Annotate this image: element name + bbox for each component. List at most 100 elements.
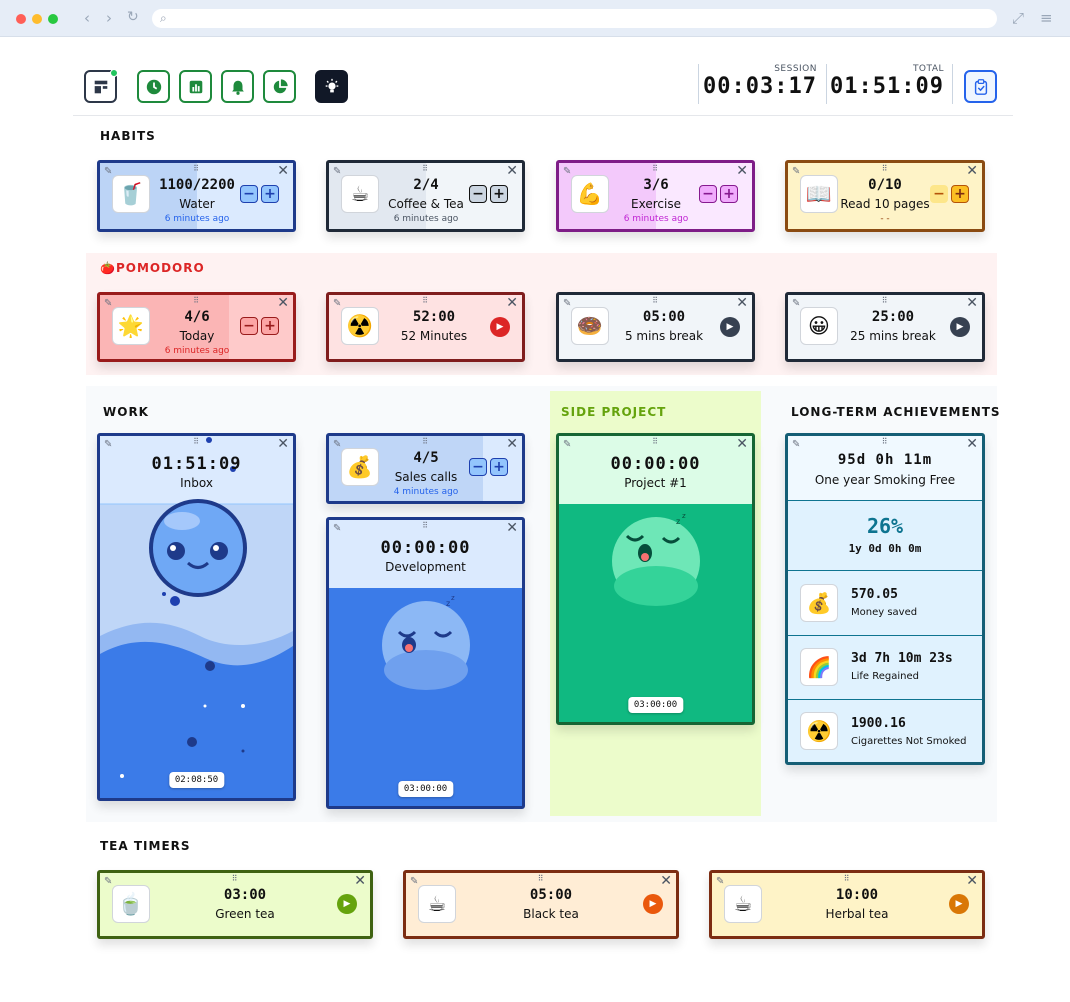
play-icon[interactable]: ▶: [949, 894, 969, 914]
edit-icon[interactable]: ✎: [410, 876, 419, 887]
increment-button[interactable]: +: [261, 317, 279, 335]
edit-icon[interactable]: ✎: [104, 876, 113, 887]
edit-icon[interactable]: ✎: [716, 876, 725, 887]
edit-icon[interactable]: ✎: [333, 166, 342, 177]
timer-name: Development: [385, 560, 466, 574]
increment-button[interactable]: +: [490, 458, 508, 476]
forward-icon[interactable]: ›: [106, 9, 112, 27]
drag-handle-icon[interactable]: ⠿: [881, 437, 889, 446]
play-icon[interactable]: ▶: [337, 894, 357, 914]
tea-card-herbal[interactable]: ✎ ⠿ ✕ ☕ 10:00 Herbal tea ▶: [709, 870, 985, 939]
drag-handle-icon[interactable]: ⠿: [537, 874, 545, 883]
close-icon[interactable]: ✕: [506, 436, 518, 452]
close-icon[interactable]: ✕: [966, 436, 978, 452]
achievement-stat-value: 570.05: [851, 587, 898, 602]
close-window-dot[interactable]: [16, 14, 26, 24]
theme-toggle-button[interactable]: [315, 70, 348, 103]
layout-button[interactable]: [84, 69, 118, 103]
clock-button[interactable]: [137, 70, 170, 103]
drag-handle-icon[interactable]: ⠿: [843, 874, 851, 883]
close-icon[interactable]: ✕: [966, 163, 978, 179]
pomodoro-card-today[interactable]: ✎ ⠿ ✕ 🌟 4/6 Today 6 minutes ago − +: [97, 292, 296, 362]
habit-card-coffee-tea[interactable]: ✎ ⠿ ✕ ☕ 2/4 Coffee & Tea 6 minutes ago −…: [326, 160, 525, 232]
edit-icon[interactable]: ✎: [104, 298, 113, 309]
stats-button[interactable]: [179, 70, 212, 103]
close-icon[interactable]: ✕: [506, 163, 518, 179]
drag-handle-icon[interactable]: ⠿: [422, 296, 429, 305]
drag-handle-icon[interactable]: ⠿: [652, 164, 659, 173]
edit-icon[interactable]: ✎: [333, 298, 342, 309]
close-icon[interactable]: ✕: [354, 873, 366, 889]
pomodoro-card-25-mins-break[interactable]: ✎ ⠿ ✕ 😀 25:00 25 mins break ▶: [785, 292, 985, 362]
habit-card-water[interactable]: ✎ ⠿ ✕ 🥤 1100/2200 Water 6 minutes ago − …: [97, 160, 296, 232]
decrement-button[interactable]: −: [699, 185, 717, 203]
drag-handle-icon[interactable]: ⠿: [881, 296, 889, 305]
pomodoro-card-52-minutes[interactable]: ✎ ⠿ ✕ ☢️ 52:00 52 Minutes ▶: [326, 292, 525, 362]
close-icon[interactable]: ✕: [506, 295, 518, 311]
edit-icon[interactable]: ✎: [104, 439, 113, 450]
decrement-button[interactable]: −: [930, 185, 948, 203]
edit-icon[interactable]: ✎: [792, 298, 801, 309]
edit-icon[interactable]: ✎: [333, 439, 342, 450]
habit-card-exercise[interactable]: ✎ ⠿ ✕ 💪 3/6 Exercise 6 minutes ago − +: [556, 160, 755, 232]
drag-handle-icon[interactable]: ⠿: [193, 296, 200, 305]
decrement-button[interactable]: −: [240, 317, 258, 335]
achievement-card-smoking-free[interactable]: ✎ ⠿ ✕ 95d 0h 11m One year Smoking Free 2…: [785, 433, 985, 765]
habit-card-sales-calls[interactable]: ✎ ⠿ ✕ 💰 4/5 Sales calls 4 minutes ago − …: [326, 433, 525, 504]
reports-button[interactable]: [263, 70, 296, 103]
play-icon[interactable]: ▶: [950, 317, 970, 337]
play-icon[interactable]: ▶: [490, 317, 510, 337]
close-icon[interactable]: ✕: [736, 163, 748, 179]
close-icon[interactable]: ✕: [277, 163, 289, 179]
drag-handle-icon[interactable]: ⠿: [652, 437, 659, 446]
drag-handle-icon[interactable]: ⠿: [881, 164, 889, 173]
increment-button[interactable]: +: [720, 185, 738, 203]
timer-card-inbox[interactable]: ✎ ⠿ ✕ 01:51:09 Inbox 02:08:50: [97, 433, 296, 801]
minimize-window-dot[interactable]: [32, 14, 42, 24]
drag-handle-icon[interactable]: ⠿: [422, 521, 429, 530]
habit-card-read[interactable]: ✎ ⠿ ✕ 📖 0/10 Read 10 pages - - − +: [785, 160, 985, 232]
decrement-button[interactable]: −: [469, 185, 487, 203]
edit-icon[interactable]: ✎: [333, 523, 342, 534]
drag-handle-icon[interactable]: ⠿: [231, 874, 239, 883]
edit-icon[interactable]: ✎: [104, 166, 113, 177]
reload-icon[interactable]: ↻: [127, 9, 139, 25]
decrement-button[interactable]: −: [469, 458, 487, 476]
drag-handle-icon[interactable]: ⠿: [652, 296, 659, 305]
close-icon[interactable]: ✕: [277, 436, 289, 452]
clipboard-button[interactable]: [964, 70, 997, 103]
close-icon[interactable]: ✕: [660, 873, 672, 889]
edit-icon[interactable]: ✎: [563, 439, 572, 450]
drag-handle-icon[interactable]: ⠿: [193, 437, 200, 446]
close-icon[interactable]: ✕: [736, 295, 748, 311]
maximize-window-dot[interactable]: [48, 14, 58, 24]
edit-icon[interactable]: ✎: [563, 298, 572, 309]
menu-icon[interactable]: ≡: [1040, 9, 1053, 27]
timer-card-project-1[interactable]: z z ✎ ⠿ ✕ 00:00:00 Project #1 03:00:00: [556, 433, 755, 725]
increment-button[interactable]: +: [951, 185, 969, 203]
drag-handle-icon[interactable]: ⠿: [422, 164, 429, 173]
close-icon[interactable]: ✕: [966, 873, 978, 889]
notifications-button[interactable]: [221, 70, 254, 103]
play-icon[interactable]: ▶: [643, 894, 663, 914]
increment-button[interactable]: +: [261, 185, 279, 203]
close-icon[interactable]: ✕: [966, 295, 978, 311]
increment-button[interactable]: +: [490, 185, 508, 203]
play-icon[interactable]: ▶: [720, 317, 740, 337]
close-icon[interactable]: ✕: [277, 295, 289, 311]
decrement-button[interactable]: −: [240, 185, 258, 203]
edit-icon[interactable]: ✎: [792, 439, 801, 450]
drag-handle-icon[interactable]: ⠿: [422, 437, 429, 446]
edit-icon[interactable]: ✎: [792, 166, 801, 177]
close-icon[interactable]: ✕: [736, 436, 748, 452]
drag-handle-icon[interactable]: ⠿: [193, 164, 200, 173]
close-icon[interactable]: ✕: [506, 520, 518, 536]
pomodoro-card-5-mins-break[interactable]: ✎ ⠿ ✕ 🍩 05:00 5 mins break ▶: [556, 292, 755, 362]
tea-card-green[interactable]: ✎ ⠿ ✕ 🍵 03:00 Green tea ▶: [97, 870, 373, 939]
edit-icon[interactable]: ✎: [563, 166, 572, 177]
url-bar[interactable]: ⌕: [152, 9, 997, 28]
expand-icon[interactable]: ⤢: [1012, 9, 1025, 27]
back-icon[interactable]: ‹: [84, 9, 90, 27]
tea-card-black[interactable]: ✎ ⠿ ✕ ☕ 05:00 Black tea ▶: [403, 870, 679, 939]
timer-card-development[interactable]: z z ✎ ⠿ ✕ 00:00:00 Development 03:00:00: [326, 517, 525, 809]
